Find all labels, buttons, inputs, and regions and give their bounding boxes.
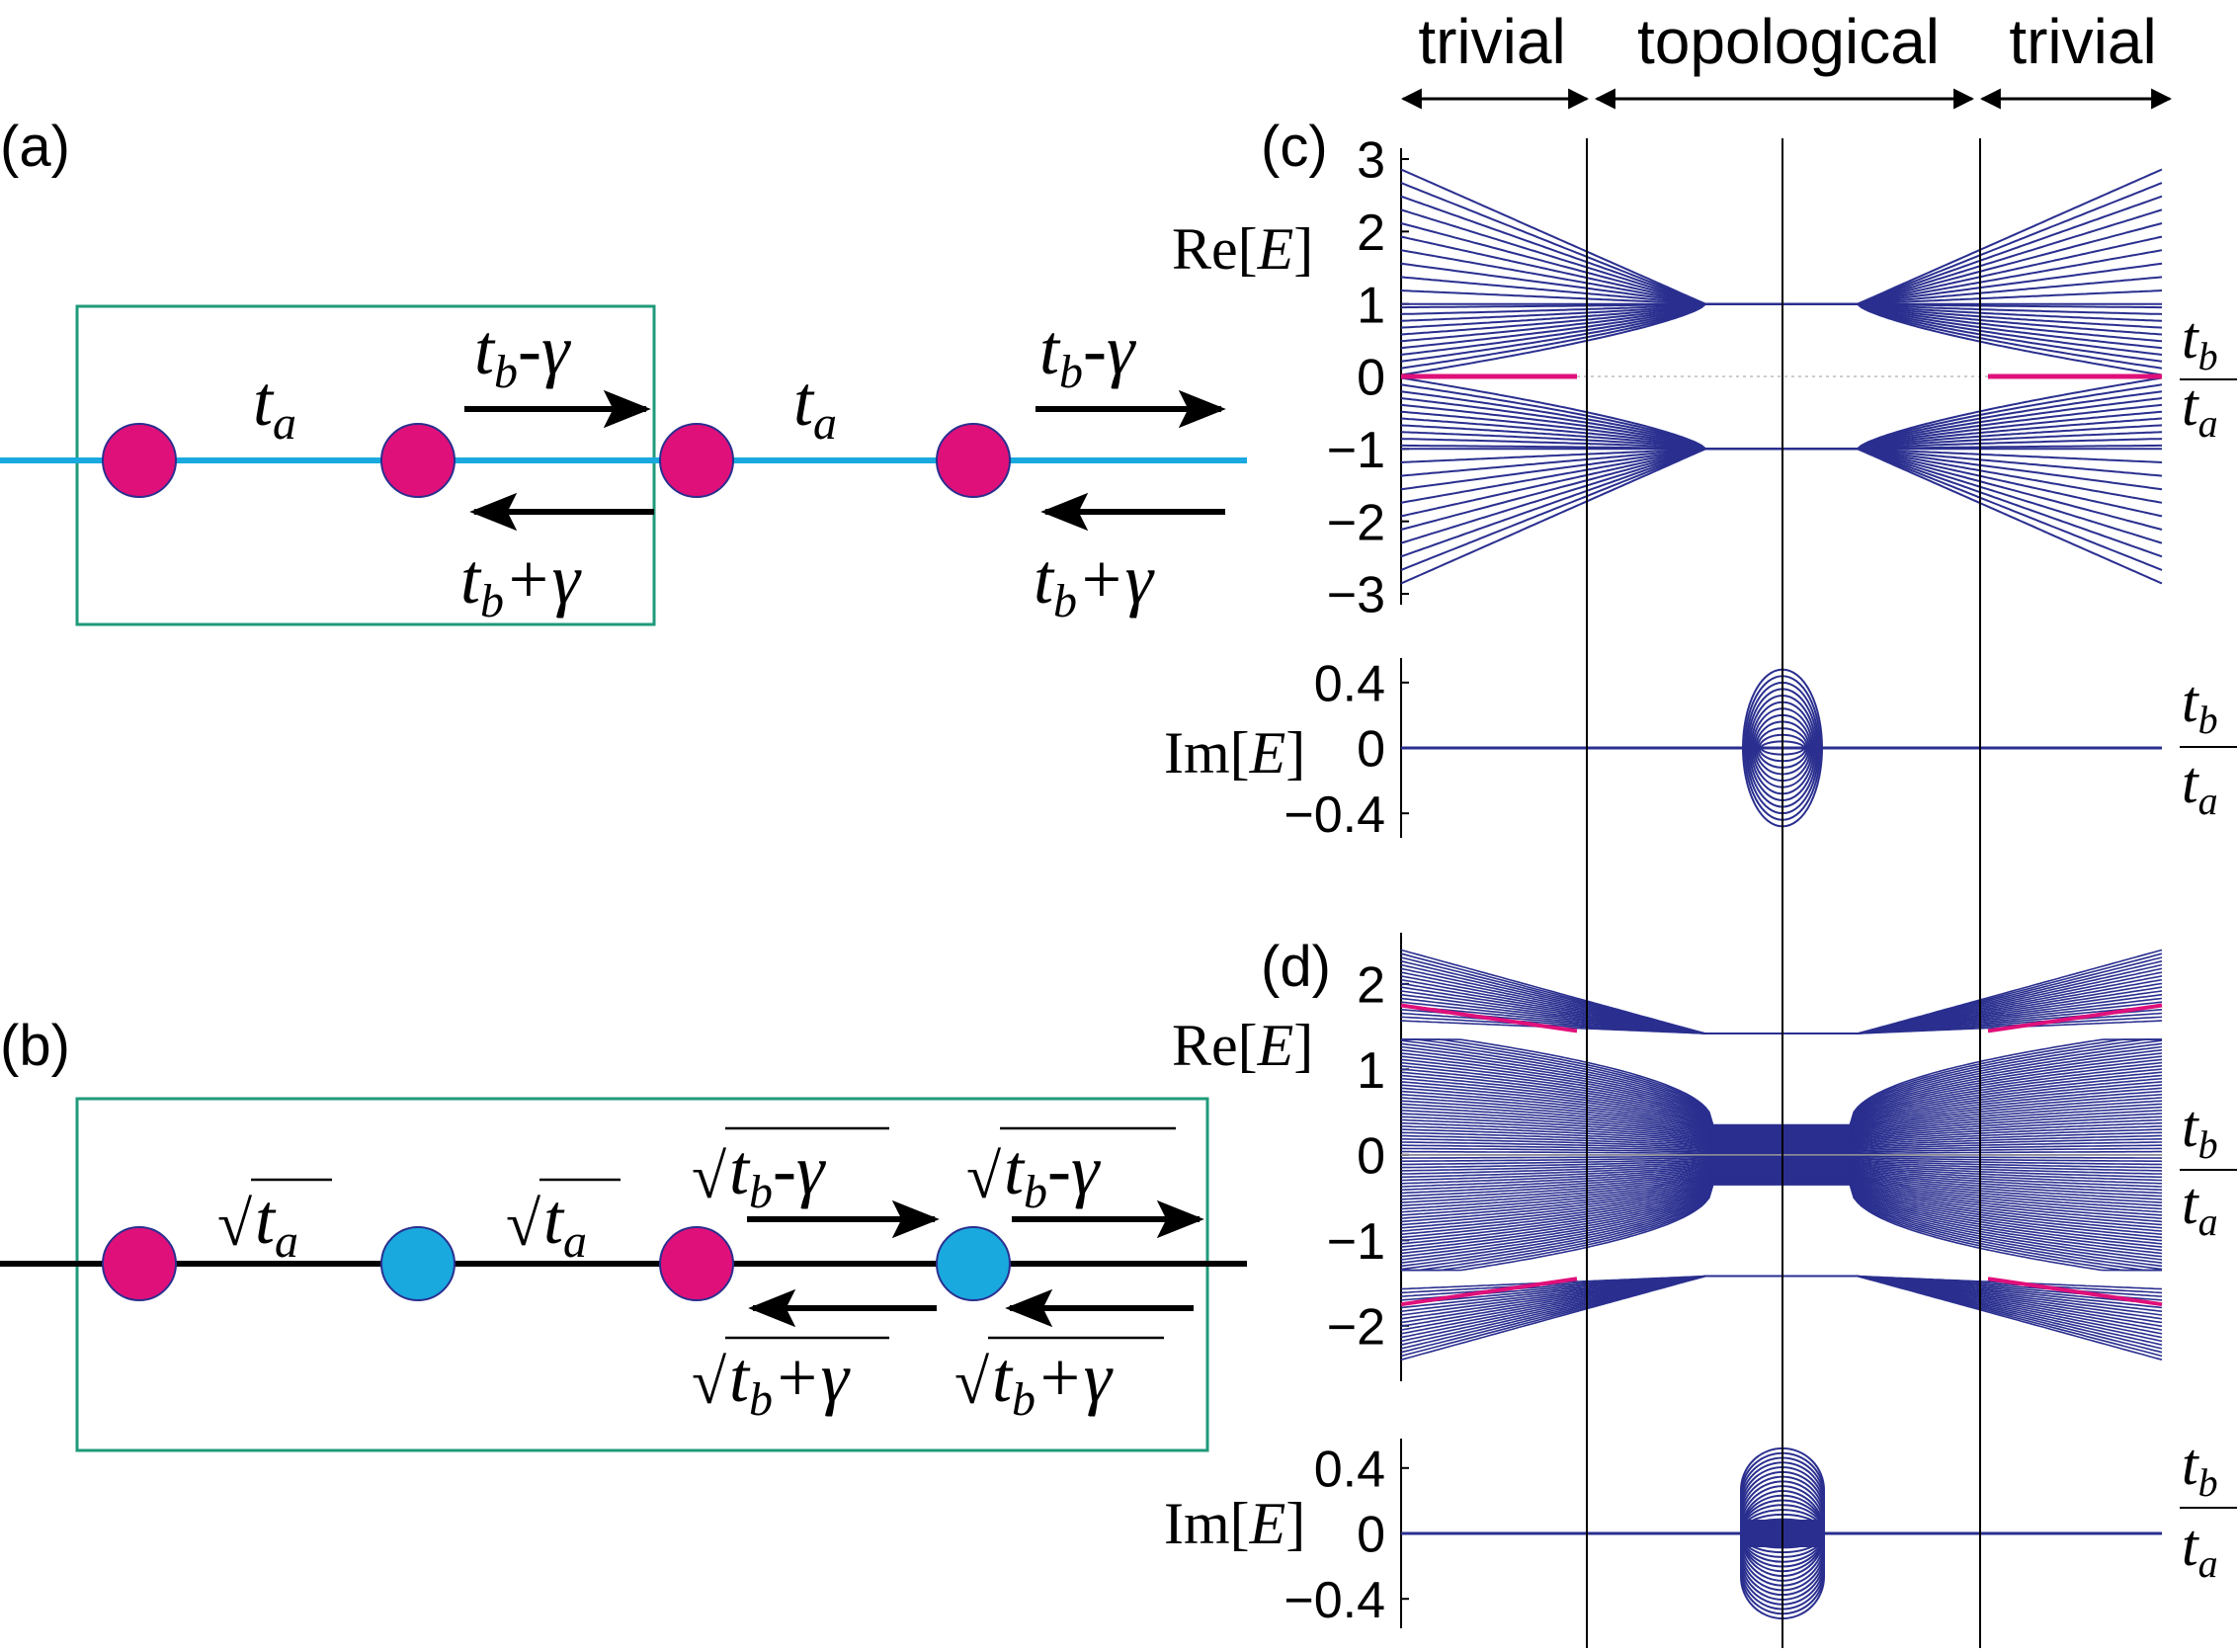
xlabel-d-im: tb ta <box>2180 1432 2237 1586</box>
svg-text:tb: tb <box>2182 669 2218 742</box>
d-re-edge-right <box>1987 1003 2163 1033</box>
site-b3 <box>659 1226 734 1301</box>
svg-text:ta: ta <box>255 1180 298 1268</box>
c-re-tick: 1 <box>1357 277 1385 334</box>
d-re-tick: −1 <box>1327 1213 1385 1271</box>
hop-sqrt-right-2: √ tb-γ <box>966 1126 1176 1218</box>
hop-sqrt-ta-2: √ ta <box>506 1178 621 1268</box>
hop-ta-2: ta <box>793 362 837 450</box>
c-re-tick: 3 <box>1357 132 1385 190</box>
region-topological: topological <box>1637 6 1940 77</box>
svg-text:tb: tb <box>2182 1094 2218 1167</box>
site-b1 <box>102 1226 177 1301</box>
panel-label-c: (c) <box>1261 115 1328 179</box>
d-re-tick: 2 <box>1357 957 1385 1015</box>
c-re-tick: −3 <box>1327 567 1385 624</box>
svg-text:tb+γ: tb+γ <box>729 1338 851 1426</box>
c-re-tick: 0 <box>1357 350 1385 407</box>
svg-text:tb: tb <box>2182 1432 2218 1505</box>
hop-sqrt-ta-1: √ ta <box>217 1178 332 1268</box>
hop-right-2: tb-γ <box>1039 310 1136 398</box>
site-a1 <box>102 423 177 498</box>
hop-sqrt-right-1: √ tb-γ <box>692 1126 889 1218</box>
chain-b: √ ta √ ta √ tb-γ √ tb-γ √ tb+γ <box>0 1097 1247 1452</box>
site-b4 <box>936 1226 1011 1301</box>
d-re-tick: −2 <box>1327 1299 1385 1357</box>
svg-text:√: √ <box>217 1189 253 1259</box>
unit-cell-b <box>75 1097 1209 1452</box>
d-re-tick: 0 <box>1357 1128 1385 1186</box>
c-re-tick: 2 <box>1357 205 1385 262</box>
d-re-edge-left <box>1400 1003 1578 1033</box>
svg-text:tb+γ: tb+γ <box>992 1338 1114 1426</box>
xlabel-d-re: tb ta <box>2180 1094 2237 1244</box>
d-re-edge-left <box>1400 1277 1578 1307</box>
svg-text:tb: tb <box>2182 305 2218 378</box>
panel-label-a: (a) <box>0 115 70 179</box>
d-re-tick: 1 <box>1357 1042 1385 1100</box>
hop-sqrt-left-1: √ tb+γ <box>692 1336 889 1426</box>
c-im-tick: 0 <box>1357 721 1385 779</box>
svg-text:ta: ta <box>2182 750 2218 823</box>
hop-left-2: tb+γ <box>1034 539 1155 627</box>
svg-text:√: √ <box>692 1141 727 1211</box>
hop-sqrt-left-2: √ tb+γ <box>954 1336 1164 1426</box>
c-im-tick: −0.4 <box>1284 786 1385 844</box>
svg-text:√: √ <box>506 1189 541 1259</box>
svg-text:ta: ta <box>2182 372 2218 446</box>
site-a4 <box>936 423 1011 498</box>
d-im-tick: −0.4 <box>1284 1572 1385 1629</box>
svg-text:tb-γ: tb-γ <box>729 1130 826 1218</box>
d-im-tick: 0.4 <box>1314 1442 1385 1499</box>
c-re-tick: −1 <box>1327 422 1385 479</box>
site-a2 <box>380 423 456 498</box>
c-im-tick: 0.4 <box>1314 656 1385 713</box>
panel-label-d: (d) <box>1261 935 1331 999</box>
ylabel-c-re: Re[E] <box>1172 216 1313 282</box>
chain-a: ta ta tb-γ tb-γ tb+γ tb+γ <box>0 304 1247 627</box>
spectrum-plots: 3 2 1 0 −1 −2 −3 0.4 0 −0.4 2 1 0 −1 −2 0.4 0 −0.4 <box>1284 132 2163 1648</box>
region-trivial-left: trivial <box>1418 6 1565 77</box>
region-header: trivial topological trivial <box>1400 6 2173 110</box>
svg-text:ta: ta <box>2182 1171 2218 1244</box>
c-re-tick: −2 <box>1327 494 1385 551</box>
xlabel-c-re: tb ta <box>2180 305 2237 446</box>
svg-text:√: √ <box>954 1347 990 1417</box>
hop-left-1: tb+γ <box>460 539 582 627</box>
xlabel-c-im: tb ta <box>2180 669 2237 823</box>
svg-text:√: √ <box>692 1347 727 1417</box>
ylabel-c-im: Im[E] <box>1164 720 1305 785</box>
d-im-tick: 0 <box>1357 1507 1385 1564</box>
region-trivial-right: trivial <box>2009 6 2156 77</box>
svg-text:ta: ta <box>543 1180 587 1268</box>
hop-ta-1: ta <box>253 362 296 450</box>
svg-text:√: √ <box>966 1141 1002 1211</box>
ylabel-d-im: Im[E] <box>1164 1491 1305 1556</box>
site-a3 <box>659 423 734 498</box>
ylabel-d-re: Re[E] <box>1172 1013 1313 1078</box>
svg-text:tb-γ: tb-γ <box>1004 1130 1101 1218</box>
unit-cell-a <box>75 304 656 626</box>
panel-label-b: (b) <box>0 1014 70 1078</box>
site-b2 <box>380 1226 456 1301</box>
d-re-edge-right <box>1987 1277 2163 1307</box>
svg-text:ta: ta <box>2182 1513 2218 1586</box>
hop-right-1: tb-γ <box>474 310 571 398</box>
